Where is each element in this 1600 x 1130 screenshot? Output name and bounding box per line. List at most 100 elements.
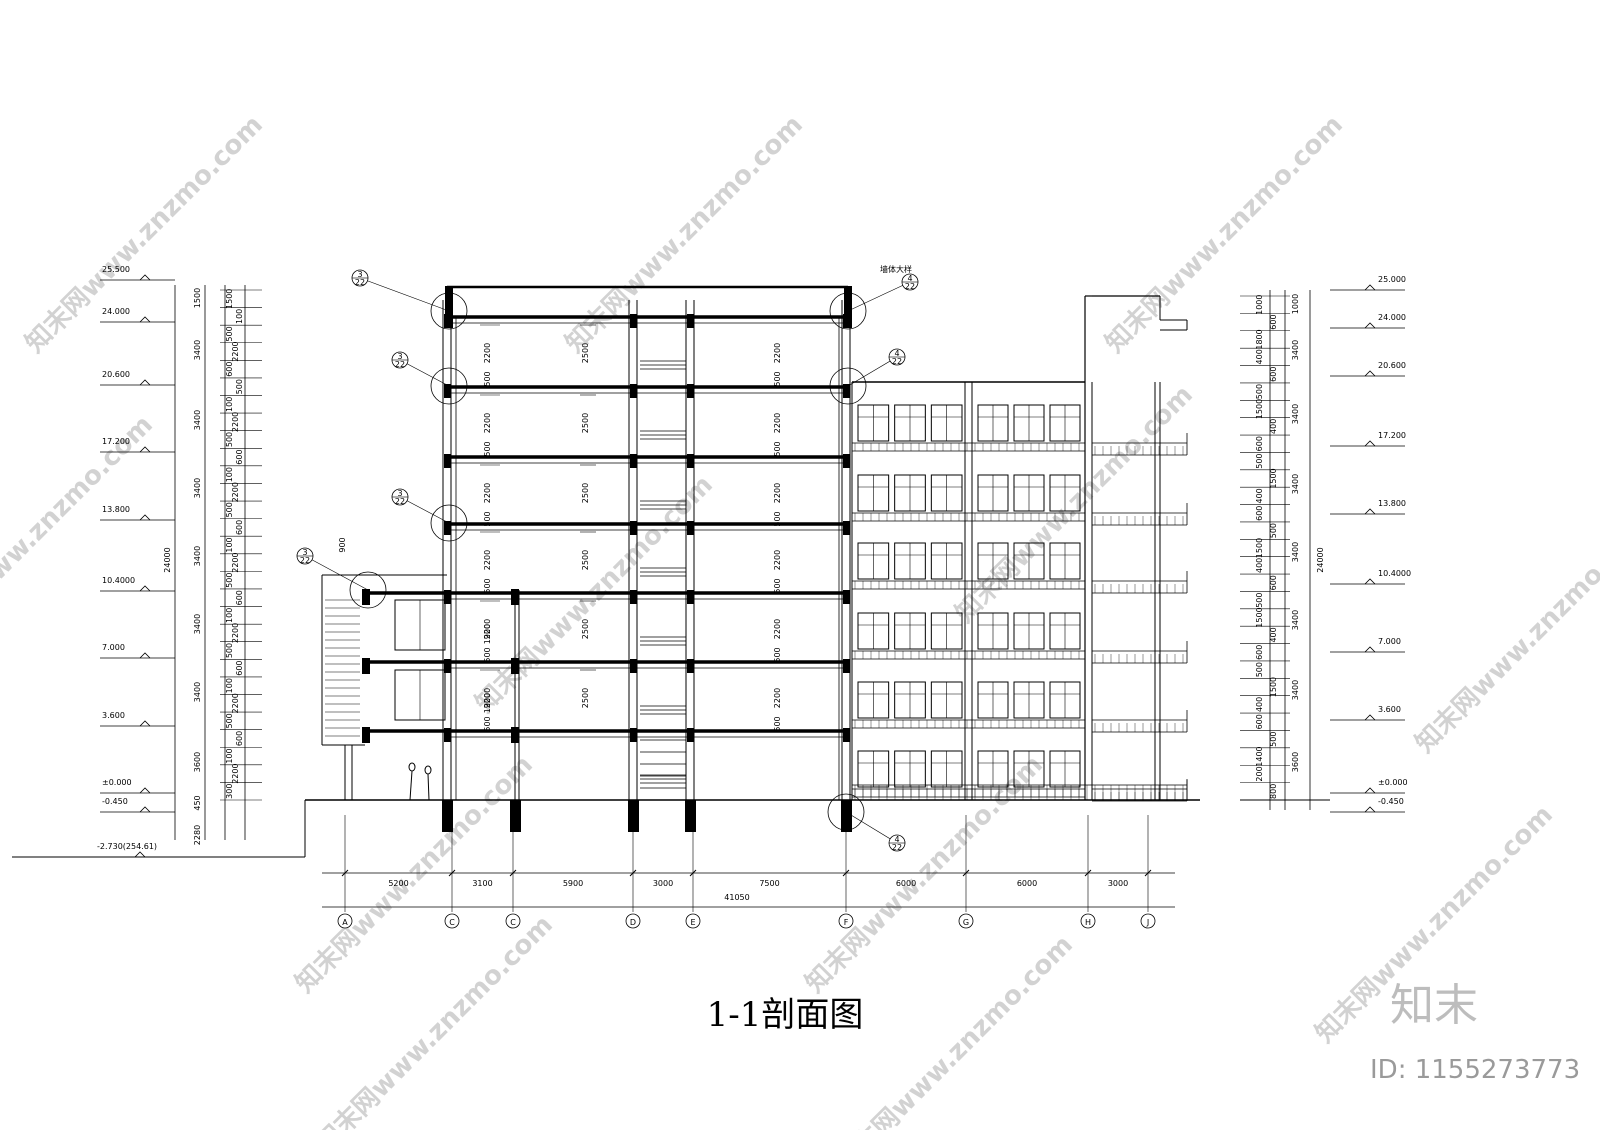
dim-text: 3400	[193, 682, 202, 702]
dim-text: 2200	[231, 341, 240, 361]
elevation-marker	[139, 379, 151, 386]
beam-section	[687, 728, 694, 742]
dim-text: 500	[773, 578, 782, 593]
axis-label: F	[844, 918, 849, 927]
wing-beam	[362, 727, 370, 743]
dim-text: 1500	[1269, 468, 1278, 488]
dim-text: 600	[235, 520, 244, 535]
dimension-layer: 25.50024.00020.60017.20013.80010.40007.0…	[95, 265, 1411, 858]
dim-text: 100	[225, 608, 234, 623]
dim-text: 500	[773, 441, 782, 456]
watermark-text: 知末网www.znzmo.com	[560, 110, 809, 359]
beam-section	[843, 314, 850, 328]
dim-text: 2500	[581, 343, 590, 363]
elevation-marker	[1364, 440, 1376, 447]
elevation-marker	[1364, 508, 1376, 515]
person-head	[424, 765, 432, 775]
elevation-marker	[139, 446, 151, 453]
axis-tick	[1084, 869, 1092, 877]
dim-text: 1000	[1291, 294, 1300, 314]
dim-text: 600	[1269, 314, 1278, 329]
dim-text: 2200	[483, 483, 492, 503]
beam-section	[843, 590, 850, 604]
callout-number: 3	[357, 270, 362, 279]
leader-line	[847, 356, 898, 387]
elevation-marker	[1364, 646, 1376, 653]
callout-sheet: 22	[300, 556, 310, 565]
dim-text: 3400	[1291, 680, 1300, 700]
elevation-label: ±0.000	[102, 778, 132, 787]
watermark-text: 知末网www.znzmo.com	[1100, 110, 1349, 359]
callout-number: 4	[907, 274, 912, 283]
beam-section	[843, 454, 850, 468]
elevation-label: 13.800	[1378, 499, 1406, 508]
dim-text: 2200	[773, 619, 782, 639]
wing-beam	[362, 589, 370, 605]
watermark-text: 知末网www.znzmo.com	[830, 930, 1079, 1130]
dim-text: 400	[1269, 627, 1278, 642]
callout-sheet: 22	[892, 357, 902, 366]
dim-text: 600	[1269, 367, 1278, 382]
beam-section	[843, 521, 850, 535]
dim-text: 1000	[1255, 295, 1264, 315]
elevation-marker	[139, 274, 151, 281]
dim-text: 500	[483, 441, 492, 456]
person-body	[409, 770, 413, 801]
watermark-text: 知末网www.znzmo.com	[0, 410, 159, 659]
axis-bubble	[958, 913, 974, 929]
beam-section	[687, 590, 694, 604]
dim-text: 600	[1255, 714, 1264, 729]
elevation-marker	[1364, 578, 1376, 585]
dim-text: 1800	[1255, 329, 1264, 349]
leader-line	[359, 277, 450, 312]
dim-text: 2200	[483, 688, 492, 708]
dim-text: 24000	[163, 547, 172, 572]
dim-text: 600	[1269, 575, 1278, 590]
dim-text: 2200	[231, 763, 240, 783]
dim-text: 3600	[1291, 752, 1300, 772]
dim-text: 3400	[193, 410, 202, 430]
dim-text: 3400	[1291, 340, 1300, 360]
foundation-pier	[442, 800, 453, 832]
leader-line	[845, 811, 898, 844]
dim-text: 24000	[1316, 547, 1325, 572]
beam-section	[444, 728, 451, 742]
axis-tick	[448, 869, 456, 877]
dim-text: 3400	[193, 340, 202, 360]
dim-text: 2200	[483, 343, 492, 363]
dim-text: 2200	[773, 343, 782, 363]
dim-text: 500	[773, 511, 782, 526]
beam-section	[687, 314, 694, 328]
elevation-label: -0.450	[1378, 797, 1404, 806]
elevation-marker	[1364, 322, 1376, 329]
watermark-text: 知末网www.znzmo.com	[1410, 510, 1600, 759]
callout-number: 4	[894, 835, 899, 844]
axis-dim-text: 7500	[759, 879, 779, 888]
beam-section	[630, 590, 637, 604]
axis-dim-text: 3000	[1108, 879, 1128, 888]
axis-bubble	[1080, 913, 1096, 929]
detail-circle	[430, 367, 468, 405]
beam-section	[444, 659, 451, 673]
axis-bubble	[337, 913, 353, 929]
dim-text: 2280	[193, 825, 202, 845]
callout-sheet: 22	[892, 843, 902, 852]
dim-text: 600	[235, 660, 244, 675]
elevation-label: -2.730(254.61)	[97, 842, 157, 851]
dim-text: 1400	[1255, 746, 1264, 766]
elevation-label: 3.600	[102, 711, 125, 720]
dim-text: 500	[483, 716, 492, 731]
dim-text: 400	[1255, 488, 1264, 503]
foundation-pier	[628, 800, 639, 832]
axis-dim-text: 3000	[653, 879, 673, 888]
elevation-marker	[1364, 787, 1376, 794]
callout-sheet: 22	[355, 278, 365, 287]
dim-text: 300	[225, 784, 234, 799]
dim-text: 2200	[231, 482, 240, 502]
elevation-marker	[139, 514, 151, 521]
axis-tick	[629, 869, 637, 877]
dim-text: 500	[1269, 732, 1278, 747]
axis-bubble	[625, 913, 641, 929]
